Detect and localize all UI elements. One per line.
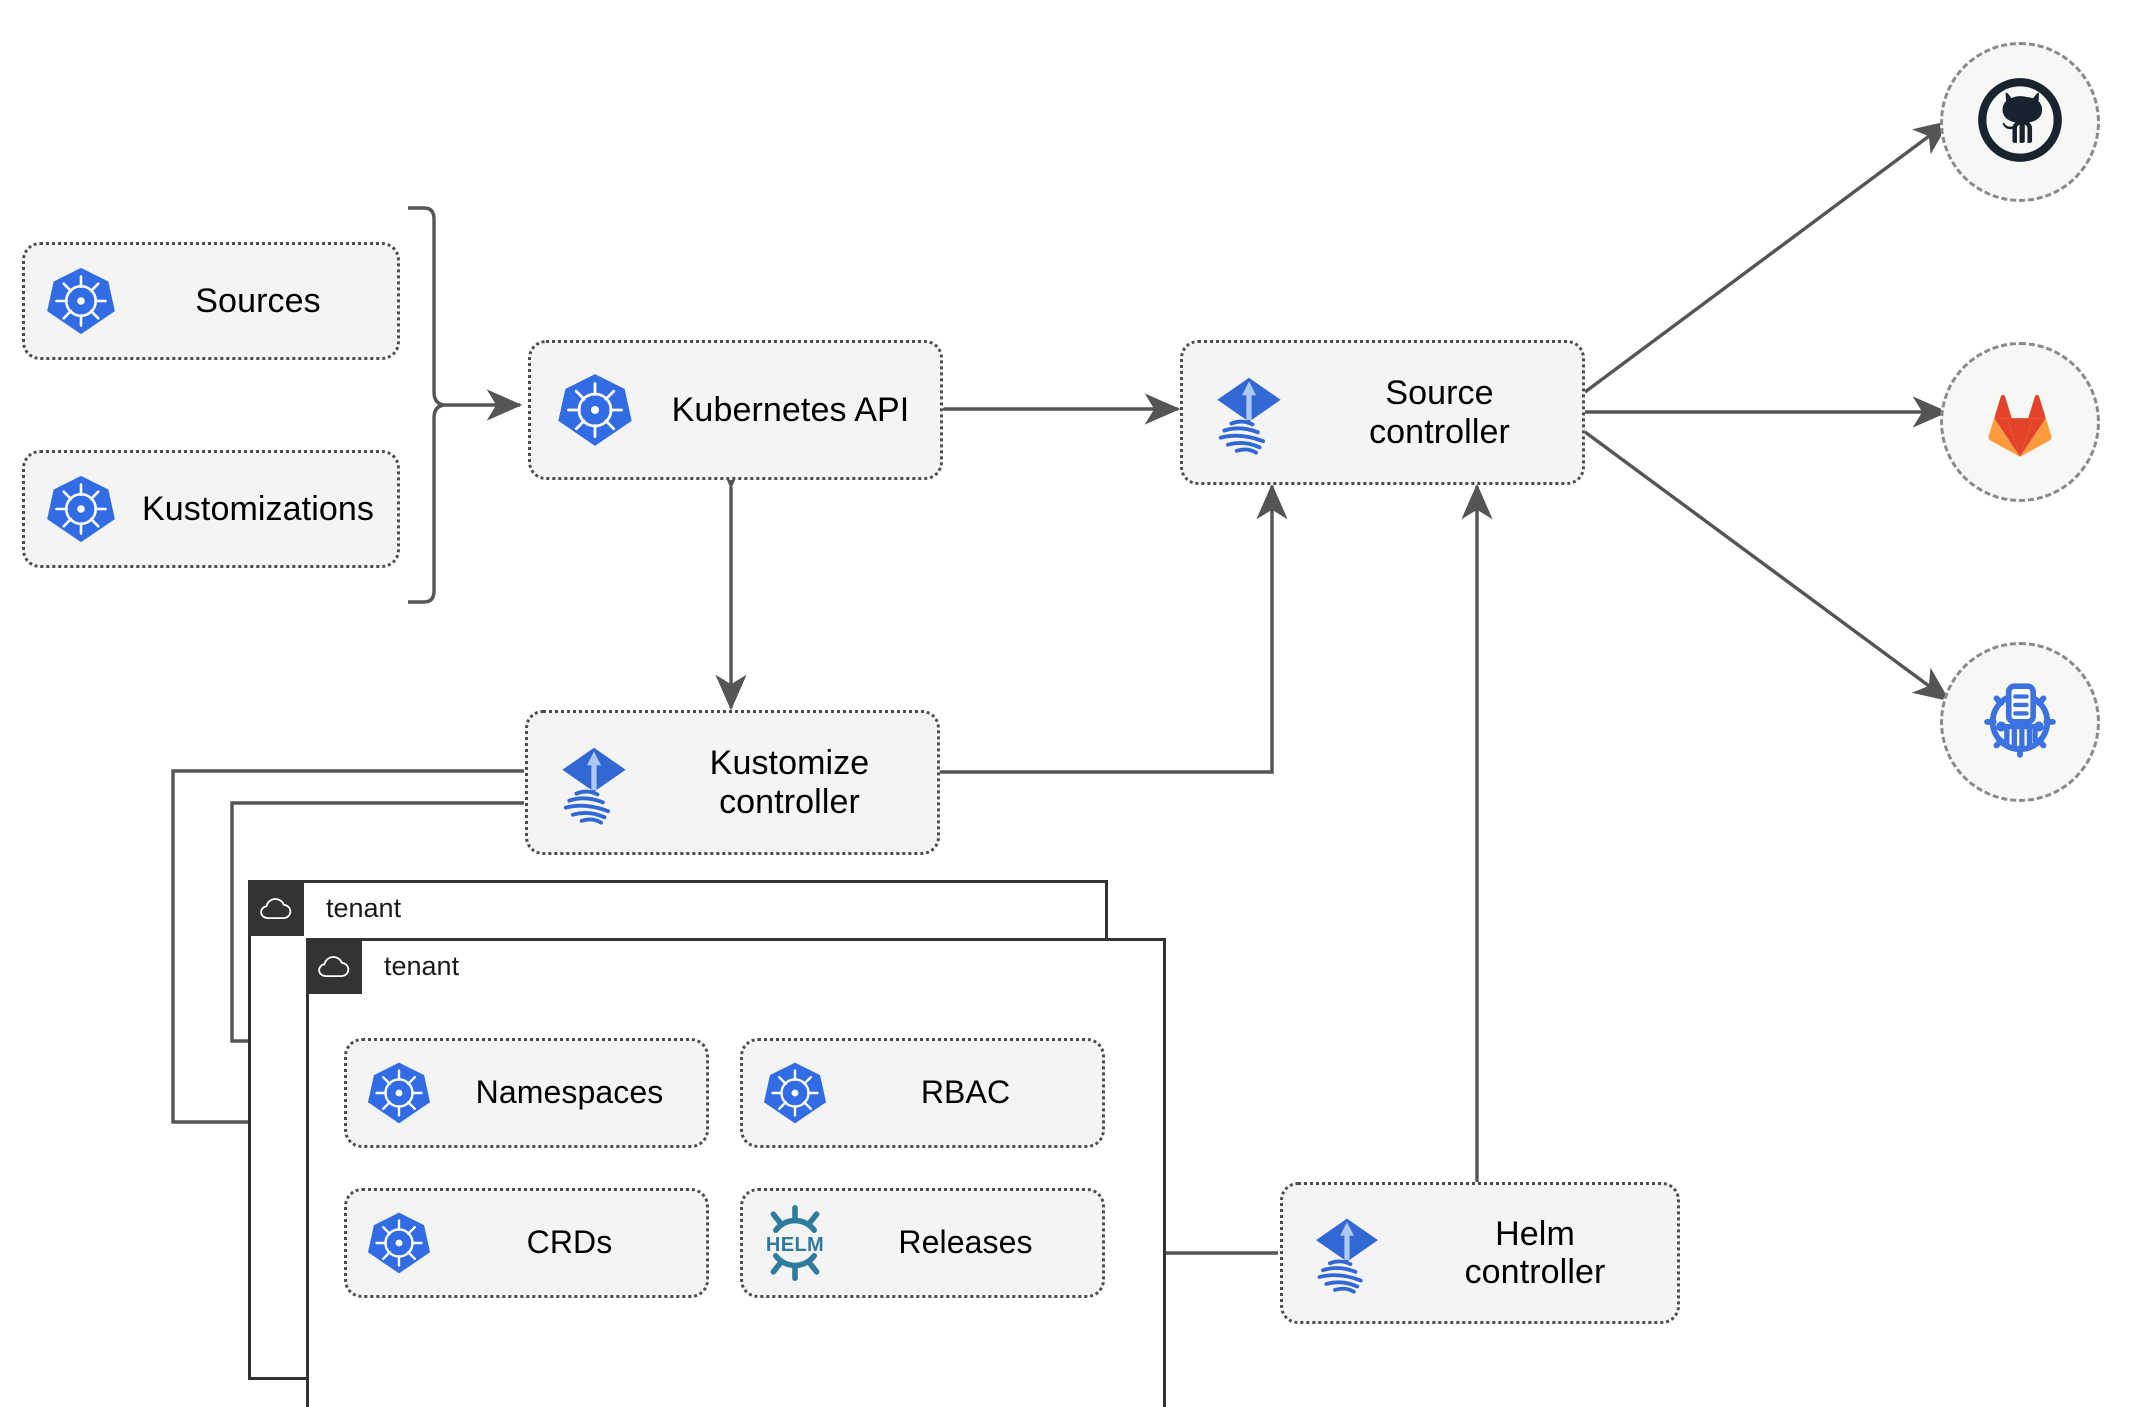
node-helm-controller-label: Helm controller xyxy=(1464,1214,1606,1291)
node-namespaces[interactable]: Namespaces xyxy=(344,1038,709,1148)
node-releases-label: Releases xyxy=(898,1224,1033,1261)
tenant-inner[interactable]: tenant xyxy=(306,938,1166,1407)
node-rbac[interactable]: RBAC xyxy=(740,1038,1105,1148)
helm-icon: HELM xyxy=(743,1203,847,1283)
provider-helm-repository[interactable] xyxy=(1940,642,2100,802)
provider-github[interactable] xyxy=(1940,42,2100,202)
node-helm-controller[interactable]: Helm controller xyxy=(1280,1182,1680,1324)
kubernetes-icon xyxy=(743,1060,847,1126)
node-source-controller[interactable]: Source controller xyxy=(1180,340,1585,485)
node-crds[interactable]: CRDs xyxy=(344,1188,709,1298)
node-releases[interactable]: HELM Releases xyxy=(740,1188,1105,1298)
tenant-outer-header: tenant xyxy=(248,880,401,936)
tenant-inner-header: tenant xyxy=(306,938,459,994)
node-namespaces-label: Namespaces xyxy=(475,1074,664,1111)
kubernetes-icon xyxy=(25,473,137,545)
kubernetes-icon xyxy=(347,1060,451,1126)
node-kubernetes-api-label: Kubernetes API xyxy=(671,390,910,429)
kubernetes-icon xyxy=(25,265,137,337)
node-sources-label: Sources xyxy=(195,281,321,320)
edge-source-to-helm-repository xyxy=(1583,430,1950,702)
node-kustomize-controller-label: Kustomize controller xyxy=(709,744,870,821)
cloud-icon xyxy=(306,938,362,994)
node-kustomizations-label: Kustomizations xyxy=(142,489,374,528)
node-source-controller-label: Source controller xyxy=(1369,374,1510,451)
node-kustomize-controller[interactable]: Kustomize controller xyxy=(525,710,940,855)
kubernetes-icon xyxy=(347,1210,451,1276)
edge-kustomize-to-source xyxy=(938,483,1288,774)
flux-icon xyxy=(1183,369,1315,457)
flux-icon xyxy=(528,739,660,827)
node-rbac-label: RBAC xyxy=(920,1074,1011,1111)
flux-icon xyxy=(1283,1210,1411,1296)
github-icon xyxy=(1974,74,2066,171)
helm-repository-icon xyxy=(1973,673,2067,772)
tenant-inner-label: tenant xyxy=(384,950,460,981)
kubernetes-icon xyxy=(531,371,659,449)
node-sources[interactable]: Sources xyxy=(22,242,400,360)
node-crds-label: CRDs xyxy=(526,1224,613,1261)
svg-text:HELM: HELM xyxy=(766,1234,824,1256)
node-kubernetes-api[interactable]: Kubernetes API xyxy=(528,340,943,480)
cloud-icon xyxy=(248,880,304,936)
provider-gitlab[interactable] xyxy=(1940,342,2100,502)
node-kustomizations[interactable]: Kustomizations xyxy=(22,450,400,568)
edge-source-to-github xyxy=(1583,120,1950,394)
gitlab-icon xyxy=(1974,374,2066,471)
edge-resources-brace xyxy=(408,206,447,604)
tenant-outer-label: tenant xyxy=(326,892,402,923)
